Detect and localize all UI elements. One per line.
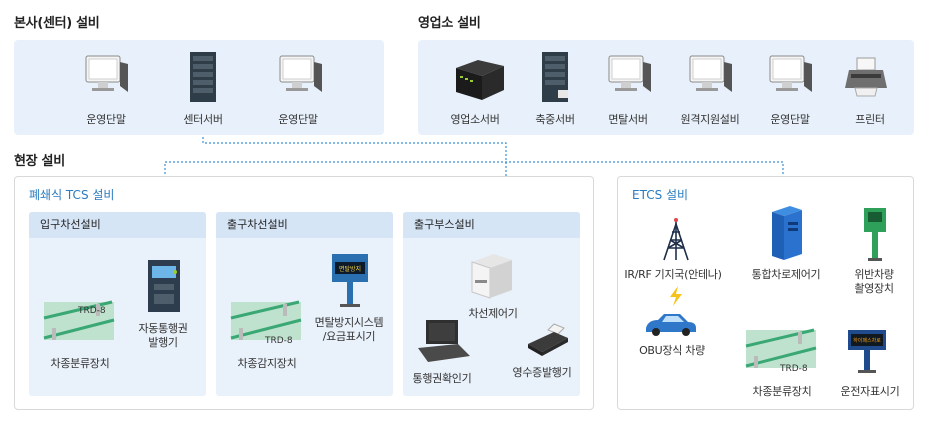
lane-controller-label: 차선제어기	[468, 307, 518, 320]
server-icon	[180, 50, 226, 104]
fare-sign-label-1: 면탈방지시스템	[314, 316, 384, 329]
tcs-title: 폐쇄식 TCS 설비	[29, 188, 115, 202]
trd-label: TRD-8	[780, 364, 808, 374]
monitor-icon	[80, 52, 134, 102]
server-box-icon	[452, 58, 508, 102]
hq-terminal-1-label: 운영단말	[86, 113, 126, 126]
monitor-icon	[684, 52, 738, 102]
ticket-machine-label-1: 자동통행권	[138, 322, 188, 335]
antenna-label: IR/RF 기지국(안테나)	[624, 268, 722, 281]
vehicle-detector-icon	[229, 298, 303, 344]
vehicle-classifier-icon	[744, 326, 818, 372]
printer-icon	[843, 54, 889, 100]
receipt-printer-icon	[524, 322, 572, 360]
trd-label: TRD-8	[78, 306, 106, 316]
laptop-icon	[414, 318, 474, 364]
entry-classifier-label: 차종분류장치	[50, 357, 110, 370]
monitor-icon	[764, 52, 818, 102]
hq-terminal-2-label: 운영단말	[278, 113, 318, 126]
driver-display-text: 하이패스차로	[853, 338, 881, 344]
monitor-icon	[603, 52, 657, 102]
fare-sign-label-2: /요금표시기	[322, 330, 376, 343]
fare-sign-text: 면탈방지	[338, 266, 362, 273]
driver-display-label: 운전자표시기	[840, 385, 900, 398]
violation-camera-icon	[860, 206, 890, 262]
hq-server-label: 센터서버	[183, 113, 223, 126]
lightning-icon	[666, 285, 686, 307]
axle-server-label: 축중서버	[535, 113, 575, 126]
ticket-confirmer-label: 통행권확인기	[412, 372, 472, 385]
etcs-title: ETCS 설비	[632, 188, 689, 202]
integrated-controller-label: 통합차로제어기	[751, 268, 821, 281]
exit-booth-title: 출구부스설비	[403, 212, 580, 238]
office-server-label: 영업소서버	[450, 113, 500, 126]
exit-detector-label: 차종감지장치	[237, 357, 297, 370]
etcs-classifier-label: 차종분류장치	[752, 385, 812, 398]
remote-support-label: 원격지원설비	[680, 113, 740, 126]
printer-label: 프린터	[855, 113, 885, 126]
driver-display-icon	[846, 322, 888, 374]
trd-label: TRD-8	[265, 336, 293, 346]
entry-lane-title: 입구차선설비	[29, 212, 206, 238]
violation-camera-label-2: 촬영장치	[854, 282, 894, 295]
violation-camera-label-1: 위반차량	[854, 268, 894, 281]
exit-lane-title: 출구차선설비	[216, 212, 393, 238]
receipt-printer-label: 영수증발행기	[512, 366, 572, 379]
obu-vehicle-label: OBU장식 차량	[639, 344, 705, 357]
exit-booth-panel: 출구부스설비	[403, 212, 580, 396]
fare-sign-icon	[330, 252, 370, 308]
field-section-title: 현장 설비	[14, 154, 65, 169]
evasion-server-label: 면탈서버	[608, 113, 648, 126]
vehicle-classifier-icon	[42, 298, 116, 344]
lane-controller-tower-icon	[766, 204, 806, 262]
hq-section-title: 본사(센터) 설비	[14, 16, 100, 31]
antenna-tower-icon	[658, 218, 694, 262]
server-icon	[535, 50, 575, 104]
lane-controller-icon	[468, 250, 514, 302]
car-icon	[640, 310, 700, 338]
office-section-title: 영업소 설비	[418, 16, 481, 31]
monitor-icon	[274, 52, 328, 102]
ticket-machine-label-2: 발행기	[148, 336, 178, 349]
ticket-machine-icon	[146, 258, 182, 314]
office-terminal-label: 운영단말	[770, 113, 810, 126]
